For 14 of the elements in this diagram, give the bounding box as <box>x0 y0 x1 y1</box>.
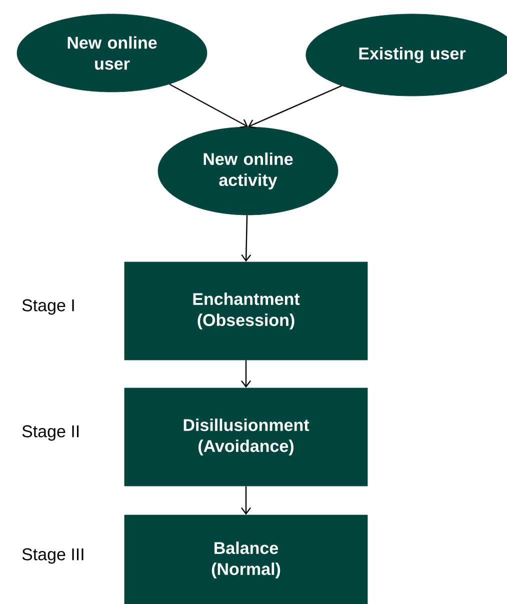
arrow <box>248 85 342 129</box>
stage-box: Enchantment (Obsession) <box>124 262 368 360</box>
stage-box: Disillusionment (Avoidance) <box>124 388 368 486</box>
arrow <box>241 360 251 388</box>
stage-label: Stage I <box>22 299 74 315</box>
stage-label: Stage II <box>22 425 79 441</box>
ellipse-node: New online activity <box>158 126 338 216</box>
ellipse-node: Existing user <box>306 14 507 96</box>
stage-label: Stage III <box>22 548 84 564</box>
arrow <box>241 215 252 262</box>
stage-box: Balance (Normal) <box>124 514 368 604</box>
arrow <box>169 84 248 128</box>
arrow <box>241 486 251 515</box>
ellipse-node: New online user <box>16 14 208 92</box>
